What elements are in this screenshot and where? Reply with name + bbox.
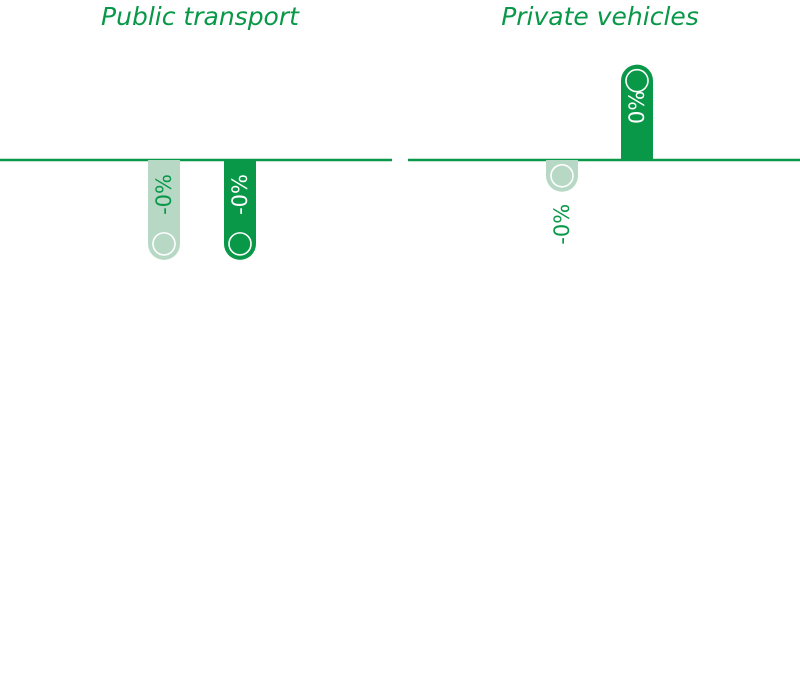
bar-end-marker: [550, 163, 574, 188]
bar-end-marker: [625, 68, 649, 93]
bar-value-label: -0%: [152, 174, 176, 215]
chart-title-public-transport: Public transport: [101, 2, 299, 31]
bar-value-label: -0%: [550, 204, 574, 245]
chart-title-private-vehicles: Private vehicles: [501, 2, 699, 31]
bar-public-1: [148, 160, 180, 260]
bar-end-marker: [152, 232, 176, 256]
bars-layer: -0% -0% -0% 0%: [148, 64, 653, 260]
bar-end-marker: [228, 232, 252, 256]
bar-value-label: 0%: [625, 91, 649, 124]
bar-value-label: -0%: [228, 174, 252, 215]
bar-public-2: [224, 160, 256, 260]
